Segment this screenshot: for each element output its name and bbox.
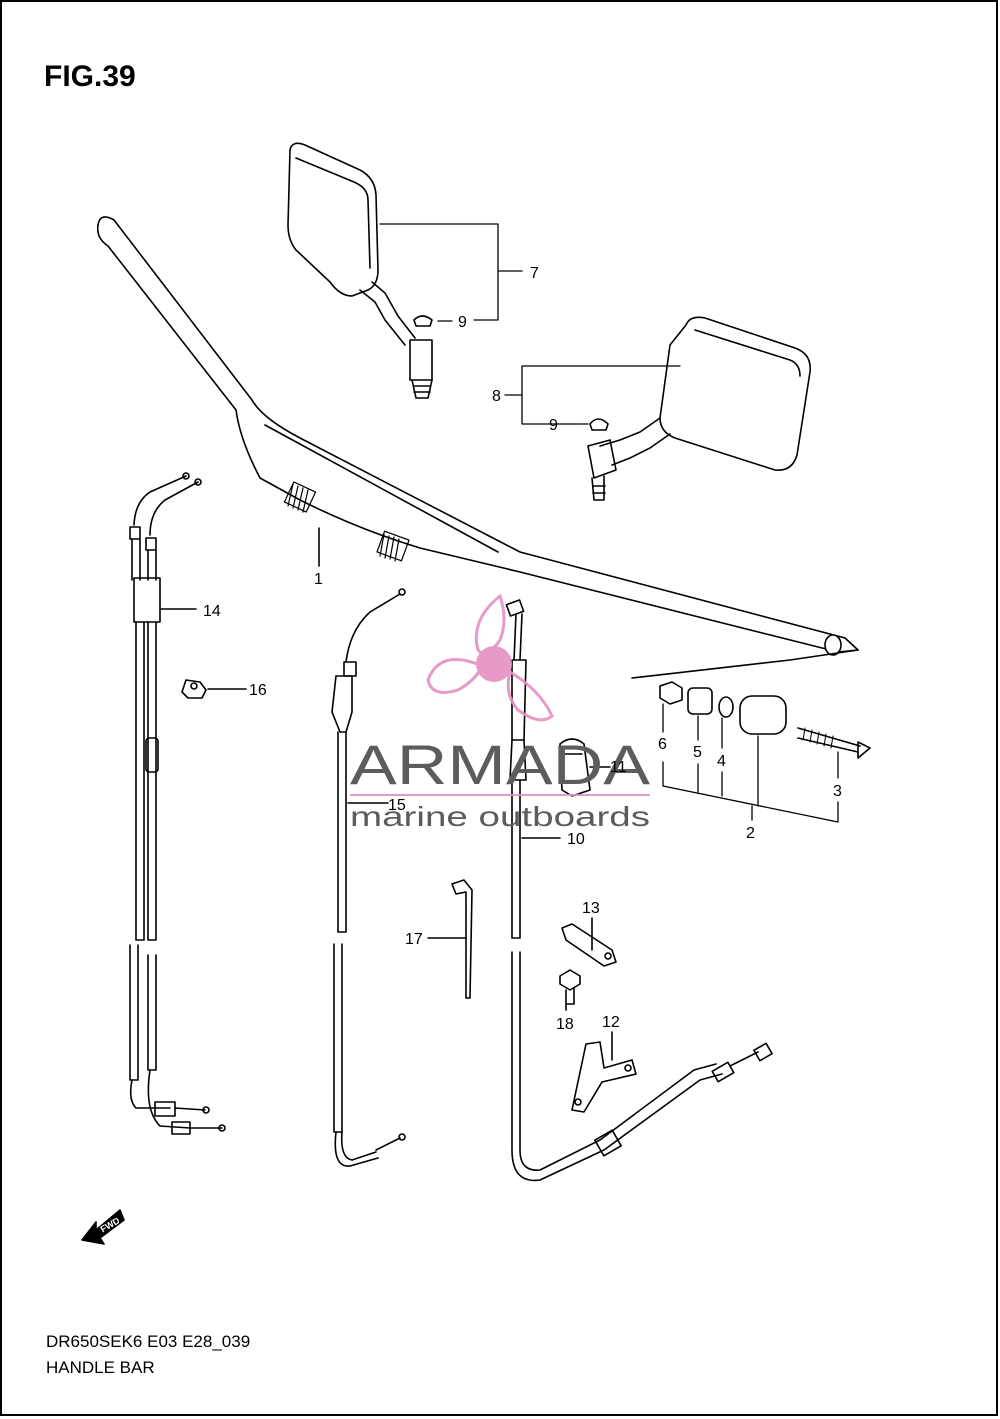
callout-16: 16 [249,682,267,699]
watermark-logo [350,593,650,796]
diagram-caption: HANDLE BAR [46,1358,155,1377]
callout-4: 4 [717,753,726,770]
bracket-part-13 [561,917,617,967]
throttle-cables-part-14 [129,472,226,1135]
callout-13: 13 [582,900,600,917]
callout-9a: 9 [458,314,467,331]
callout-8: 8 [492,388,501,405]
callout-6: 6 [658,736,667,753]
callout-17: 17 [405,931,423,948]
callout-10: 10 [567,831,585,848]
callout-15: 15 [388,797,406,814]
diagram-code: DR650SEK6 E03 E28_039 [46,1332,251,1351]
callout-1: 1 [314,571,323,588]
callout-11: 11 [610,759,627,776]
callout-labels: 1 2 3 4 5 6 7 8 9 9 10 11 12 13 14 15 16… [203,265,842,1033]
callout-14: 14 [203,603,221,620]
leader-lines-mirror [379,223,681,425]
cable-tie-part-17 [427,879,473,999]
bracket-part-12 [571,1031,637,1113]
watermark-tagline: marine outboards [350,801,650,832]
watermark-brand: ARMADA [350,733,651,796]
callout-12: 12 [602,1014,620,1031]
handlebar-part-1 [96,216,859,656]
callout-18: 18 [556,1016,574,1033]
callout-5: 5 [693,744,702,761]
figure-title: FIG.39 [44,60,136,93]
clutch-cable-part-10 [505,599,773,1182]
callout-9b: 9 [549,417,558,434]
clamp-part-16 [181,679,247,699]
mirror-left-part-7 [287,142,433,399]
mirror-right-part-8 [587,316,812,501]
choke-cable-part-15 [331,588,406,1167]
callout-7: 7 [530,265,539,282]
forward-arrow-icon [81,1209,125,1245]
bolt-part-18 [559,969,581,1011]
bar-end-kit [631,649,871,823]
callout-3: 3 [833,783,842,800]
callout-2: 2 [746,825,755,842]
